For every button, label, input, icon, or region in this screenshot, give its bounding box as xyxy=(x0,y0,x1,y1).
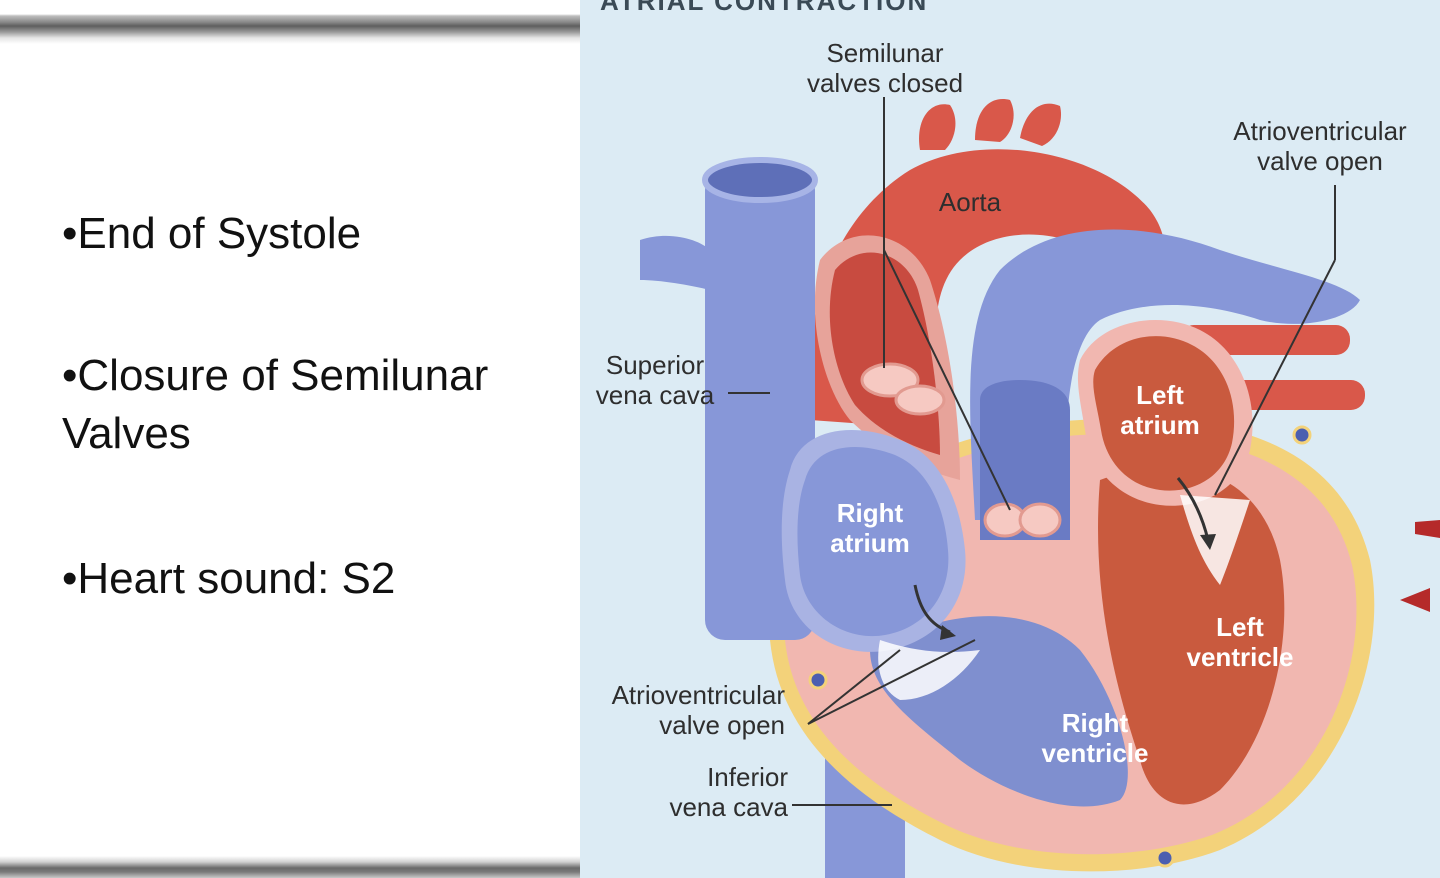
superior-vena-cava-opening xyxy=(702,157,818,203)
mitral-flow-arrow xyxy=(1176,477,1210,541)
label-av-valve-open-top: Atrioventricular valve open xyxy=(1233,116,1407,176)
label-semilunar-valves-closed: Semilunar valves closed xyxy=(806,38,964,98)
label-av-valve-open-bottom: Atrioventricular valve open xyxy=(611,680,785,740)
tricuspid-flow-arrowhead xyxy=(940,625,956,640)
slide-bottom-border xyxy=(0,856,580,878)
heart-illustration xyxy=(640,97,1440,878)
aorta-branch-1 xyxy=(919,104,956,150)
aorta-branch-2 xyxy=(975,99,1014,142)
mitral-valve-leaflets xyxy=(1180,495,1250,585)
left-ventricle-cavity xyxy=(1098,466,1285,805)
tricuspid-valve-leaflets xyxy=(878,640,980,700)
bullet-end-of-systole: •End of Systole xyxy=(62,209,362,258)
label-superior-vena-cava: Superior vena cava xyxy=(595,350,715,410)
edge-arrow-bottom xyxy=(1400,588,1430,612)
aorta-branch-3 xyxy=(1020,103,1062,146)
pulmonary-trunk xyxy=(970,229,1360,520)
pulmonary-trunk-lumen xyxy=(980,380,1070,540)
leader-semilunar-pulmonary xyxy=(883,249,1011,511)
label-left-atrium: Left atrium xyxy=(1120,380,1200,440)
right-atrium-cavity xyxy=(797,447,949,637)
left-atrium-cavity xyxy=(1093,336,1235,491)
label-aorta: Aorta xyxy=(938,187,1002,217)
label-inferior-vena-cava: Inferior vena cava xyxy=(669,762,788,822)
heart-diagram: ATRIAL CONTRACTION Semilunar valves clos… xyxy=(580,0,1440,878)
bullet-heart-sound-s2: •Heart sound: S2 xyxy=(62,554,396,603)
aortic-valve-cusp-2 xyxy=(894,384,946,416)
leader-av-bottom-2 xyxy=(807,639,976,725)
label-right-ventricle: Right ventricle xyxy=(1041,708,1149,768)
label-right-atrium: Right atrium xyxy=(830,498,910,558)
edge-arrow-top xyxy=(1415,520,1440,538)
bullet-closure-semilunar-valves: •Closure of Semilunar Valves xyxy=(62,351,489,458)
leader-av-bottom-1 xyxy=(807,649,901,725)
coronary-vessel-3 xyxy=(1155,848,1175,868)
mitral-flow-arrowhead xyxy=(1200,534,1216,550)
leader-av-top-2 xyxy=(1214,259,1336,496)
label-left-ventricle: Left ventricle xyxy=(1186,612,1294,672)
azygos-vein xyxy=(640,235,710,290)
slide-top-border xyxy=(0,0,580,44)
diagram-heading: ATRIAL CONTRACTION xyxy=(600,0,929,16)
coronary-vessel-2 xyxy=(808,670,828,690)
pulmonary-valve-cusp-2 xyxy=(1018,502,1062,538)
coronary-vessel-1 xyxy=(1292,425,1312,445)
